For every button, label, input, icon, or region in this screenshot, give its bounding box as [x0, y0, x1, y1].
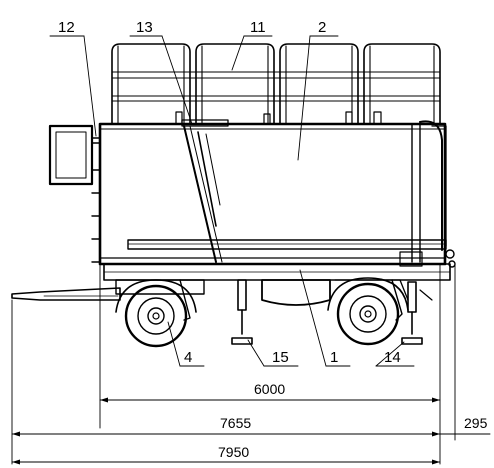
leader-lines: [49, 35, 415, 367]
callout-13: 13: [136, 19, 153, 36]
callout-14: 14: [384, 349, 401, 366]
top-railing: [111, 43, 441, 125]
outrigger-supports: [231, 279, 433, 345]
callout-2: 2: [318, 19, 326, 36]
callout-15: 15: [272, 349, 289, 366]
chassis-frame: [11, 263, 451, 321]
dimension-7655: 7655: [220, 415, 251, 431]
callout-4: 4: [184, 349, 192, 366]
dimension-295: 295: [464, 415, 488, 431]
front-wheel: [115, 279, 197, 348]
body-box: [91, 120, 456, 268]
access-ladder: [181, 119, 229, 263]
dimension-7950: 7950: [218, 444, 249, 460]
callout-11: 11: [250, 19, 266, 36]
rear-wheel: [327, 277, 409, 346]
dimension-lines: [11, 263, 491, 465]
callout-1: 1: [330, 349, 338, 366]
front-cabinet: [48, 124, 101, 186]
dimension-6000: 6000: [254, 381, 285, 397]
callout-12: 12: [58, 19, 75, 36]
